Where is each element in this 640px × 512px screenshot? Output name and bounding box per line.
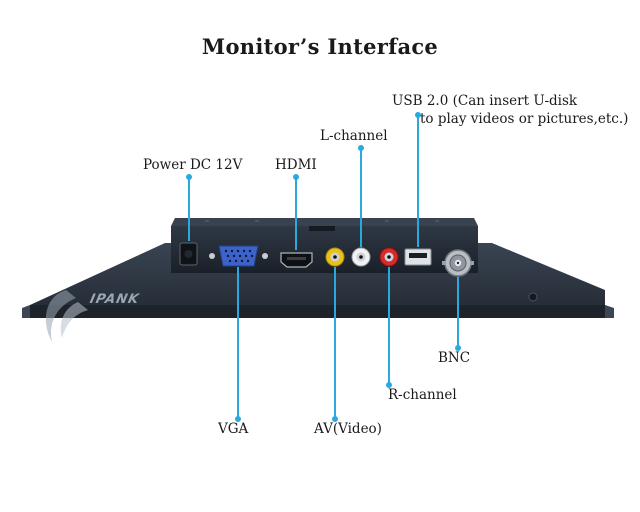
vga-port [209,245,268,267]
connector-box [171,218,478,273]
label-vga: VGA [218,421,249,437]
usb-port [404,248,432,266]
audio-right-jack [379,247,399,267]
leader-bnc-dot [455,345,461,351]
hdmi-port [280,252,313,268]
brand-watermark: IPANK [88,292,141,307]
bnc-connector [442,249,474,277]
label-power: Power DC 12V [143,157,243,173]
label-l-channel: L-channel [320,128,388,144]
label-usb-line1: USB 2.0 (Can insert U-disk [392,93,578,109]
leader-hdmi-dot [293,174,299,180]
leader-l-channel-dot [358,145,364,151]
leader-usb-dot [415,112,421,118]
label-bnc: BNC [438,350,471,366]
leader-lines [186,112,461,422]
leader-r-channel-dot [386,382,392,388]
power-dc-port [179,242,198,266]
brand-logo-icon [45,290,88,342]
label-usb-line2: to play videos or pictures,etc.) [420,111,629,127]
label-av: AV(Video) [314,421,382,437]
page-title: Monitor’s Interface [201,34,439,59]
label-hdmi: HDMI [275,157,317,173]
leader-av-dot [332,416,338,422]
audio-left-jack [351,247,371,267]
leader-vga-dot [235,416,241,422]
label-r-channel: R-channel [388,387,457,403]
av-video-jack [325,247,345,267]
leader-power-dot [186,174,192,180]
